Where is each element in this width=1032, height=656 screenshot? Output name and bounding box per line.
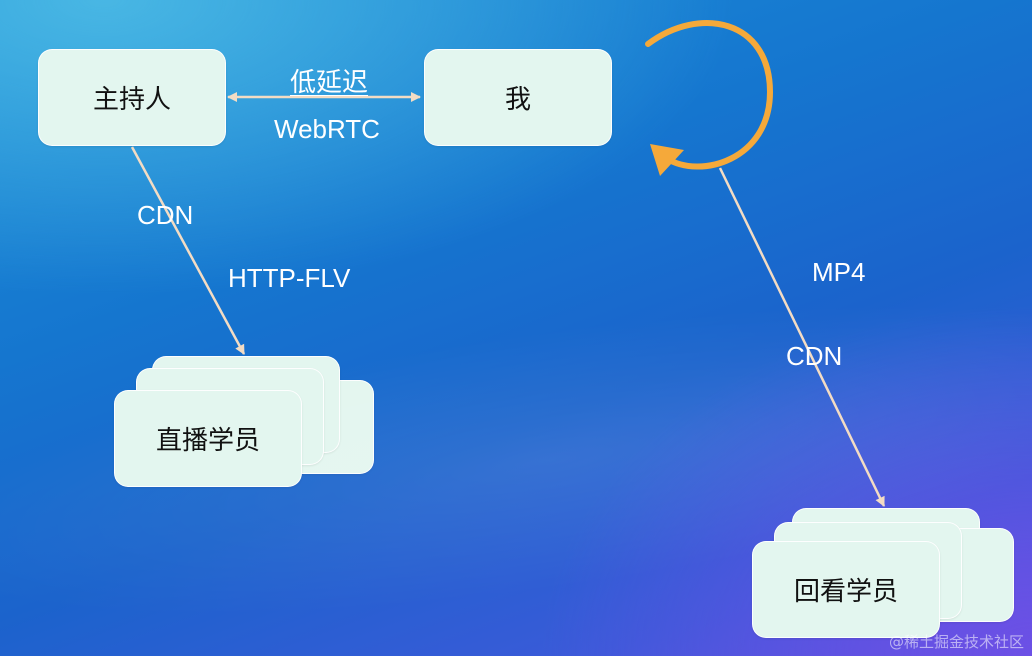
live-students-label: 直播学员 bbox=[155, 426, 260, 456]
watermark-text: @稀土掘金技术社区 bbox=[888, 633, 1024, 651]
host-node-label: 主持人 bbox=[92, 85, 171, 115]
edge-label-cdn-live: CDN bbox=[137, 200, 194, 230]
edge-label-mp4: MP4 bbox=[812, 257, 866, 287]
edge-label-low-latency: 低延迟 bbox=[290, 67, 369, 97]
edge-host-live bbox=[130, 146, 246, 355]
edge-label-cdn-replay: CDN bbox=[786, 341, 843, 371]
replay-students-node: 回看学员 bbox=[752, 541, 940, 638]
edge-label-http-flv: HTTP-FLV bbox=[228, 263, 351, 293]
loop-arrow-icon bbox=[645, 20, 774, 176]
edge-label-webrtc: WebRTC bbox=[274, 114, 380, 144]
replay-students-label: 回看学员 bbox=[793, 577, 898, 607]
me-node-label: 我 bbox=[504, 85, 531, 115]
live-students-node: 直播学员 bbox=[114, 390, 302, 487]
me-node: 我 bbox=[424, 49, 612, 146]
host-node: 主持人 bbox=[38, 49, 226, 146]
